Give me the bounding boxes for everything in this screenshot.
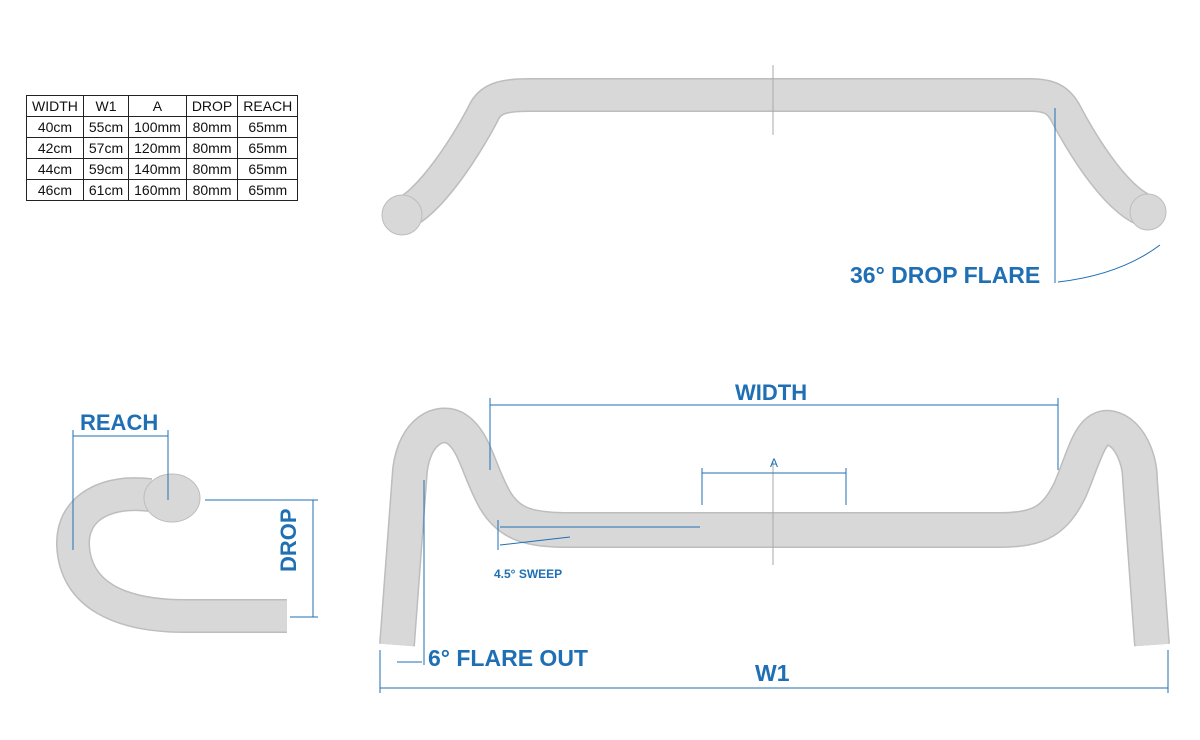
a-label: A [770,456,779,470]
dimension-lines [72,108,1169,693]
cell: 65mm [237,179,299,201]
drop-flare-label: 36° DROP FLARE [850,262,1041,288]
col-width: WIDTH [26,95,84,117]
cell: 59cm [82,158,130,180]
cell: 57cm [82,137,130,159]
width-label: WIDTH [735,380,808,405]
handlebar-top-view [392,78,1156,232]
flare-out-label: 6° FLARE OUT [428,645,588,671]
cell: 46cm [26,179,84,201]
cell: 140mm [128,158,187,180]
reach-label: REACH [80,410,159,435]
drop-label: DROP [276,508,301,572]
cell: 65mm [237,116,299,138]
cell: 61cm [82,179,130,201]
cell: 80mm [185,116,239,138]
cell: 80mm [185,179,239,201]
w1-label: W1 [755,660,790,686]
sweep-label: 4.5° SWEEP [494,567,563,581]
cell: 55cm [82,116,130,138]
cell: 44cm [26,158,84,180]
cell: 160mm [128,179,187,201]
